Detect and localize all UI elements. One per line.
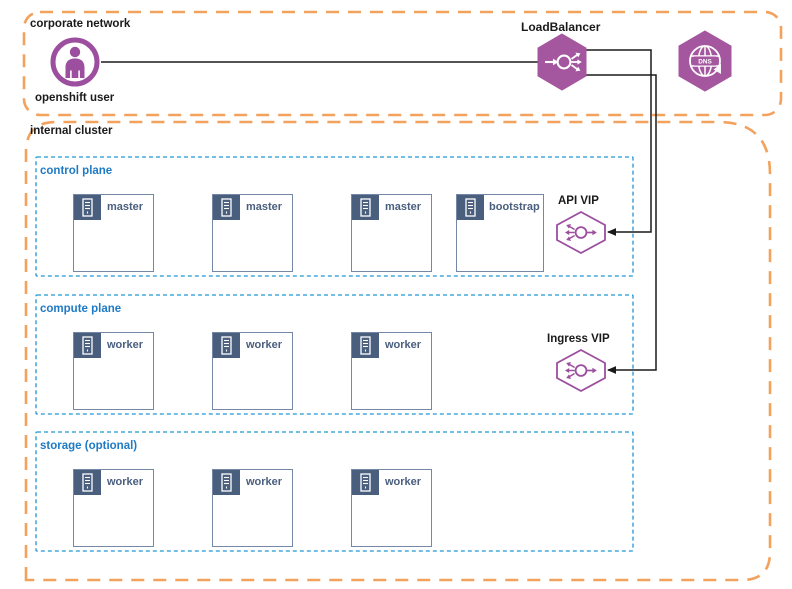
- openshift-user-label: openshift user: [35, 92, 115, 104]
- node-box[interactable]: worker: [73, 469, 154, 547]
- server-icon: [213, 195, 240, 220]
- server-icon: [352, 195, 379, 220]
- server-icon: [74, 470, 101, 495]
- node-box[interactable]: master: [73, 194, 154, 272]
- server-icon: [457, 195, 484, 220]
- connector-loadbalancer-to-api-vip: [586, 49, 652, 236]
- dns-globe-icon: DNS: [678, 30, 732, 92]
- node-box[interactable]: worker: [351, 332, 432, 410]
- node-box[interactable]: worker: [73, 332, 154, 410]
- node-label: bootstrap: [489, 201, 540, 213]
- ingress-vip-icon: [556, 348, 606, 393]
- zone-label-internal-cluster: internal cluster: [30, 125, 113, 137]
- svg-text:DNS: DNS: [698, 59, 712, 66]
- node-label: worker: [107, 339, 144, 351]
- node-box[interactable]: master: [212, 194, 293, 272]
- node-box[interactable]: worker: [351, 469, 432, 547]
- node-label: worker: [246, 339, 283, 351]
- node-box[interactable]: worker: [212, 469, 293, 547]
- server-icon: [213, 333, 240, 358]
- section-label-storage-optional: storage (optional): [40, 440, 138, 452]
- node-label: worker: [385, 476, 422, 488]
- section-border-compute-plane: [35, 294, 634, 415]
- connector-loadbalancer-to-ingress-vip: [586, 74, 657, 374]
- ingress-vip-label: Ingress VIP: [547, 333, 610, 345]
- loadbalancer-label: LoadBalancer: [521, 20, 601, 34]
- node-label: master: [107, 201, 144, 213]
- zone-corporate-network: [22, 10, 783, 117]
- zone-internal-cluster: [24, 120, 772, 582]
- api-vip-label: API VIP: [558, 195, 599, 207]
- server-icon: [352, 470, 379, 495]
- node-box[interactable]: bootstrap: [456, 194, 544, 272]
- server-icon: [74, 333, 101, 358]
- server-icon: [213, 470, 240, 495]
- server-icon: [352, 333, 379, 358]
- section-label-compute-plane: compute plane: [40, 303, 122, 315]
- node-label: master: [246, 201, 283, 213]
- section-label-control-plane: control plane: [40, 165, 113, 177]
- zone-label-corporate-network: corporate network: [30, 18, 131, 30]
- node-label: worker: [246, 476, 283, 488]
- node-label: worker: [385, 339, 422, 351]
- server-icon: [74, 195, 101, 220]
- section-border-control-plane: [35, 156, 634, 277]
- node-label: master: [385, 201, 422, 213]
- section-border-storage-optional: [35, 431, 634, 552]
- node-label: worker: [107, 476, 144, 488]
- load-balancer-icon: [537, 33, 587, 91]
- user-circle-icon: [50, 37, 100, 87]
- node-box[interactable]: worker: [212, 332, 293, 410]
- api-vip-icon: [556, 210, 606, 255]
- node-box[interactable]: master: [351, 194, 432, 272]
